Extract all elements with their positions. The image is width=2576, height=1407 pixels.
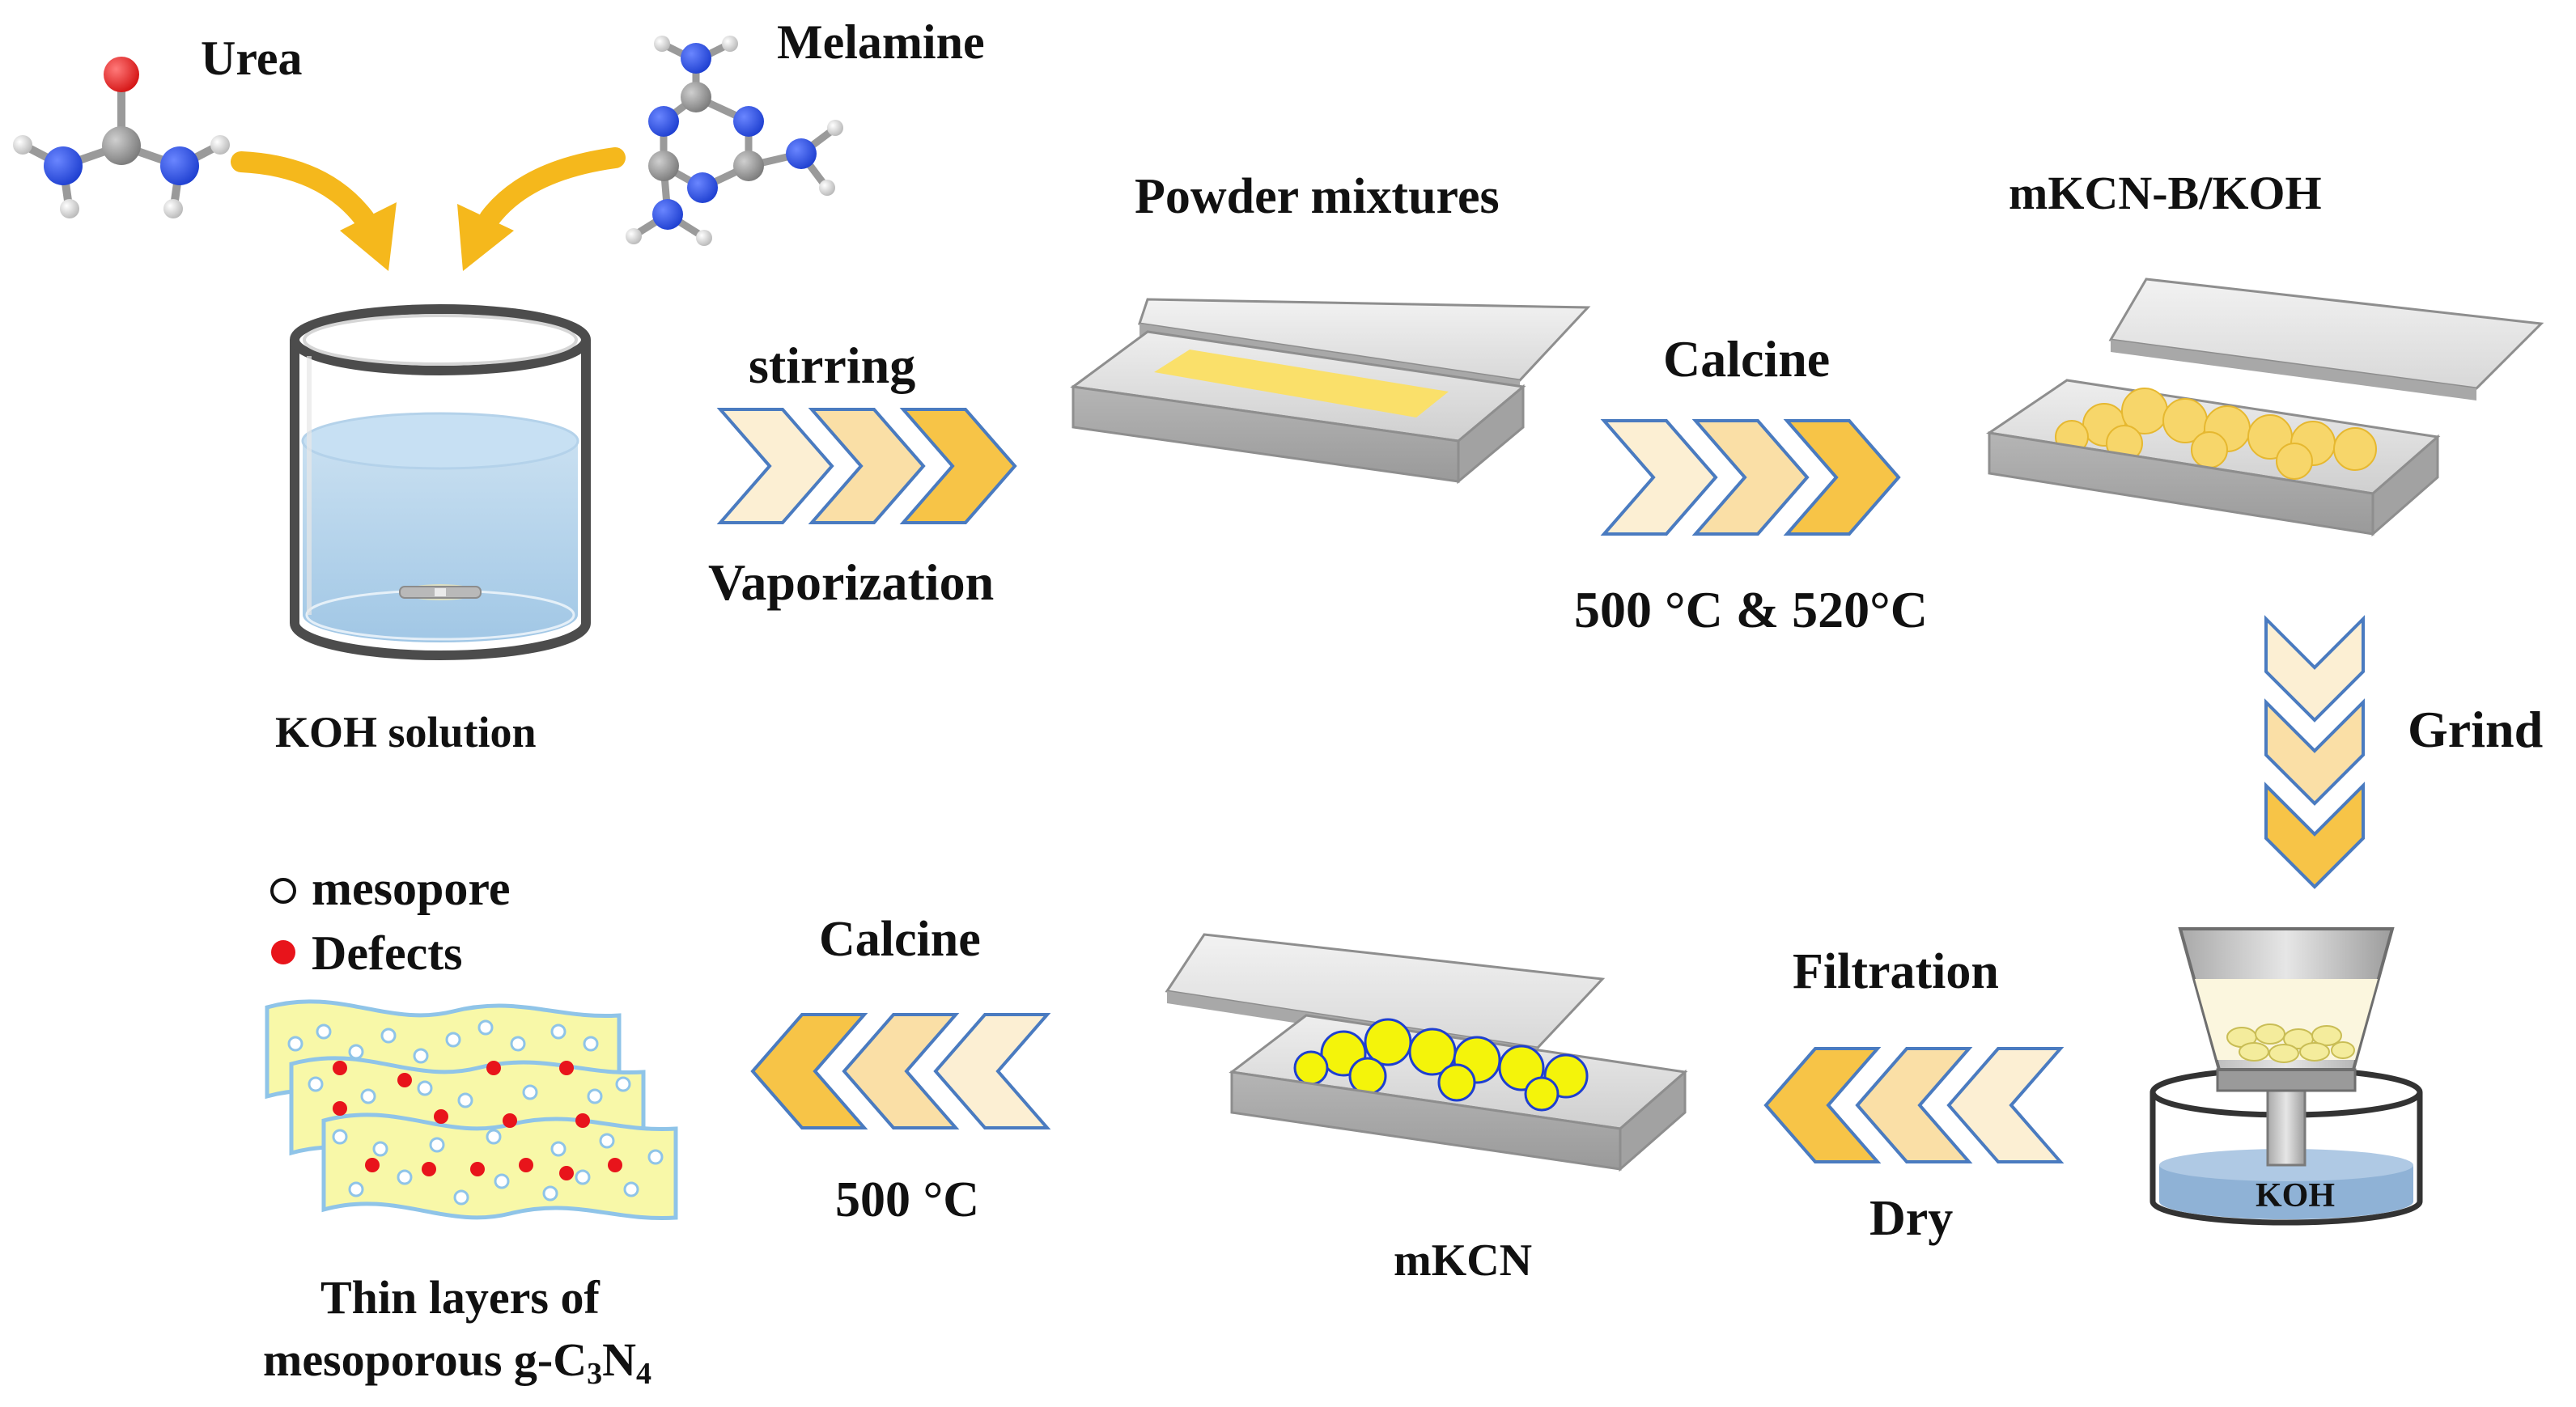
product-label-line1: Thin layers of [320, 1271, 600, 1324]
powder-mixtures-label: Powder mixtures [1135, 169, 1500, 224]
mesopore-legend-label: mesopore [312, 862, 511, 915]
koh-solution-label: KOH solution [275, 708, 537, 756]
defects-legend-icon [271, 940, 295, 964]
stirring-label: stirring [749, 337, 916, 394]
product-label-sub-carbon: 3 [587, 1357, 603, 1391]
tray-powder-mixtures-icon [1070, 298, 1591, 485]
mkcn-label: mKCN [1394, 1235, 1533, 1286]
melamine-curved-arrow-icon [457, 147, 626, 271]
product-label-line2: mesoporous g-C3N4 [263, 1337, 651, 1391]
vaporization-label: Vaporization [708, 553, 995, 611]
melamine-label: Melamine [777, 15, 985, 69]
chevron-arrow-grind-icon [2264, 615, 2365, 889]
thin-layers-icon [265, 999, 678, 1221]
urea-molecule-icon [13, 57, 230, 218]
beaker-icon [290, 304, 591, 660]
urea-label: Urea [201, 32, 303, 85]
mkcn-b-koh-label: mKCN-B/KOH [2009, 167, 2322, 219]
urea-curved-arrow-icon [231, 151, 397, 271]
product-label-nitrogen: N [602, 1333, 636, 1386]
koh-filter-label: KOH [2256, 1177, 2336, 1214]
temperature-bottom-label: 500 °C [835, 1172, 980, 1227]
chevron-arrow-stirring-icon [716, 408, 1017, 524]
calcine-top-label: Calcine [1663, 330, 1831, 388]
mesopore-legend-icon [270, 878, 296, 904]
tray-mkcn-b-koh-icon [1986, 278, 2544, 537]
melamine-molecule-icon [626, 36, 843, 246]
chevron-arrow-filtration-icon [1763, 1047, 2065, 1163]
filtration-apparatus-icon [2149, 927, 2423, 1226]
filtration-label: Filtration [1793, 944, 1999, 999]
chevron-arrow-calcine-bottom-icon [750, 1013, 1051, 1129]
grind-label: Grind [2408, 701, 2544, 758]
defects-legend-label: Defects [312, 926, 463, 980]
calcine-bottom-label: Calcine [819, 912, 981, 967]
temperature-top-label: 500 °C & 520°C [1574, 581, 1928, 638]
product-label-prefix: mesoporous g-C [263, 1333, 588, 1386]
product-label-sub-nitrogen: 4 [636, 1357, 651, 1391]
chevron-arrow-calcine-top-icon [1600, 419, 1901, 536]
dry-label: Dry [1869, 1191, 1954, 1246]
tray-mkcn-icon [1165, 933, 1688, 1172]
